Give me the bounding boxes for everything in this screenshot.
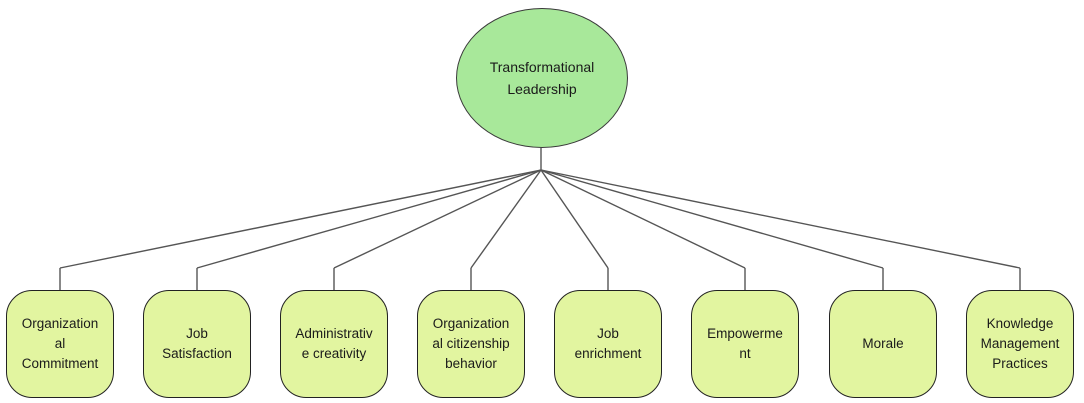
child-label: Administrativ e creativity	[295, 326, 373, 361]
connector-diagonal-5	[540, 169, 746, 269]
child-label: Empowerme nt	[707, 326, 783, 361]
child-node-organizational-citizenship-behavior: Organization al citizenship behavior	[417, 290, 525, 398]
connector-diagonal-2	[333, 169, 542, 269]
child-node-administrative-creativity: Administrativ e creativity	[280, 290, 388, 398]
child-label: Organization al citizenship behavior	[432, 316, 510, 371]
child-node-morale: Morale	[829, 290, 937, 398]
child-label: Organization al Commitment	[21, 316, 99, 371]
child-node-organizational-commitment: Organization al Commitment	[6, 290, 114, 398]
root-label: Transformational Leadership	[489, 59, 595, 97]
child-label: Morale	[862, 336, 904, 351]
child-label: Knowledge Management Practices	[980, 316, 1060, 371]
connector-diagonal-1	[196, 169, 542, 269]
connector-diagonal-6	[540, 169, 884, 269]
child-node-job-satisfaction: Job Satisfaction	[143, 290, 251, 398]
connector-diagonal-0	[59, 169, 542, 269]
connector-diagonal-3	[470, 169, 542, 269]
root-node: Transformational Leadership	[456, 8, 628, 148]
connector-diagonal-4	[540, 169, 609, 269]
connector-diagonal-7	[540, 169, 1021, 269]
child-node-job-enrichment: Job enrichment	[554, 290, 662, 398]
child-label: Job enrichment	[574, 326, 642, 361]
child-label: Job Satisfaction	[162, 326, 232, 361]
child-node-empowerment: Empowerme nt	[691, 290, 799, 398]
child-node-knowledge-management-practices: Knowledge Management Practices	[966, 290, 1074, 398]
